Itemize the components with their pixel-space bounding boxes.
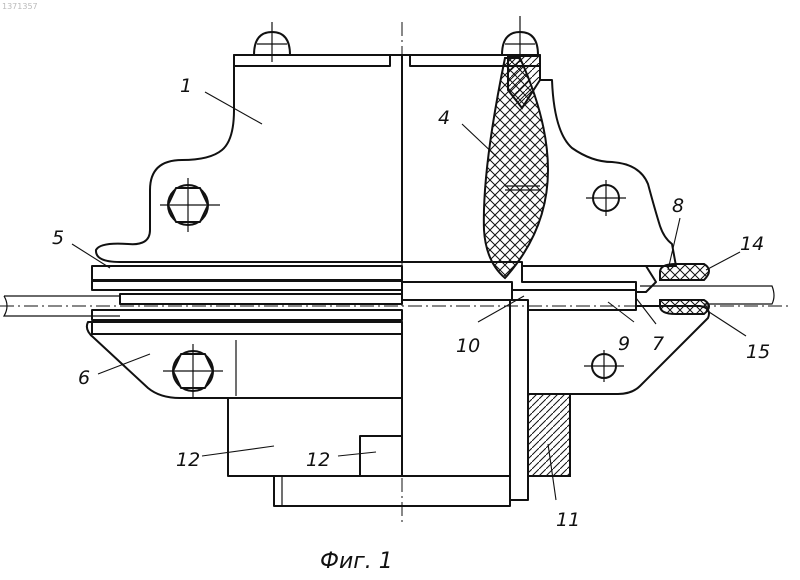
label-part-6: 6 <box>78 367 90 389</box>
nut-part-11 <box>528 394 570 476</box>
label-part-10: 10 <box>456 335 480 357</box>
label-part-12-left: 12 <box>176 449 200 471</box>
bar-part-10 <box>402 282 512 300</box>
seal-part-14 <box>660 264 709 280</box>
top-plate-left <box>234 55 390 66</box>
label-part-15: 15 <box>746 341 770 363</box>
pipe-strip-top <box>92 281 402 290</box>
label-part-4: 4 <box>438 107 450 129</box>
label-part-12-right: 12 <box>306 449 330 471</box>
pipe-strip-mid <box>120 294 402 304</box>
document-id: 1371357 <box>2 2 38 11</box>
label-part-8: 8 <box>672 195 684 217</box>
pipe-strip-low <box>92 310 402 320</box>
label-part-1: 1 <box>180 75 192 97</box>
upper-housing-left <box>96 55 402 262</box>
label-part-5: 5 <box>52 227 64 249</box>
seal-part-15 <box>660 300 709 314</box>
base-insert-12 <box>360 436 402 476</box>
figure-caption: Фиг. 1 <box>320 549 393 574</box>
base-bottom <box>274 476 510 506</box>
stem-left <box>510 300 528 500</box>
channel-right <box>522 266 656 292</box>
label-part-7: 7 <box>652 333 664 355</box>
lower-housing-right <box>520 306 709 394</box>
flange-plate-5 <box>92 266 402 280</box>
label-part-11: 11 <box>556 509 580 531</box>
label-part-9: 9 <box>618 333 630 355</box>
slider-part-9 <box>512 290 636 310</box>
label-part-14: 14 <box>740 233 764 255</box>
